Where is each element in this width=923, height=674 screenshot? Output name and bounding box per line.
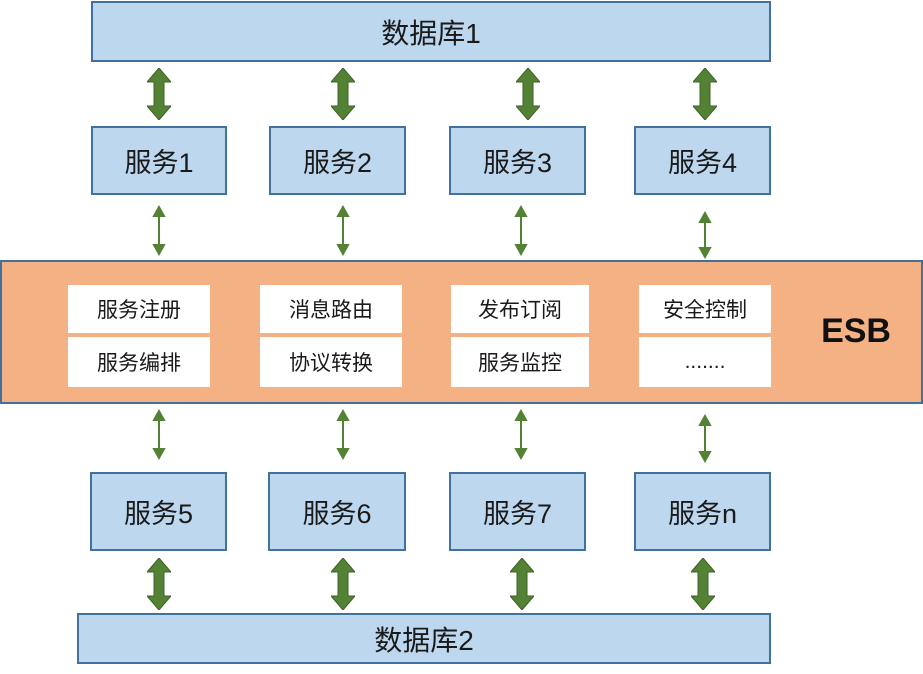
database-2-label: 数据库2	[374, 624, 474, 656]
double-arrow-icon	[147, 68, 171, 120]
esb-cell-message-routing: 消息路由	[260, 285, 402, 333]
esb-bus: 服务注册 服务编排 消息路由 协议转换 发布订阅 服务监控 安全控制 .....…	[0, 260, 923, 404]
esb-title: ESB	[821, 312, 891, 350]
double-arrow-icon	[147, 558, 171, 610]
esb-cell-service-monitoring: 服务监控	[451, 337, 589, 387]
double-arrow-icon	[691, 558, 715, 610]
thin-double-arrow-icon	[698, 413, 712, 464]
esb-cell-label: 发布订阅	[478, 299, 562, 322]
esb-cell-label: .......	[684, 350, 726, 373]
esb-cell-publish-subscribe: 发布订阅	[451, 285, 589, 333]
service-6: 服务6	[268, 472, 406, 551]
service-7-label: 服务7	[482, 499, 553, 529]
service-2: 服务2	[269, 126, 406, 195]
esb-cell-label: 消息路由	[289, 299, 373, 322]
service-4-label: 服务4	[667, 148, 738, 178]
esb-cell-service-orchestration: 服务编排	[68, 337, 210, 387]
esb-cell-label: 服务注册	[97, 299, 181, 322]
double-arrow-icon	[510, 558, 534, 610]
double-arrow-icon	[331, 558, 355, 610]
service-n-label: 服务n	[667, 499, 738, 529]
esb-cell-label: 服务监控	[478, 352, 562, 375]
service-4: 服务4	[634, 126, 771, 195]
thin-double-arrow-icon	[514, 204, 528, 257]
thin-double-arrow-icon	[336, 408, 350, 461]
database-2: 数据库2	[77, 613, 771, 664]
service-3: 服务3	[449, 126, 586, 195]
esb-cell-label: 服务编排	[97, 352, 181, 375]
esb-cell-security-control: 安全控制	[639, 285, 771, 333]
double-arrow-icon	[331, 68, 355, 120]
esb-cell-service-registry: 服务注册	[68, 285, 210, 333]
thin-double-arrow-icon	[336, 204, 350, 257]
esb-cell-label: 安全控制	[663, 299, 747, 322]
service-5: 服务5	[90, 472, 227, 551]
database-1: 数据库1	[91, 1, 771, 62]
service-1: 服务1	[91, 126, 227, 195]
esb-cell-ellipsis: .......	[639, 337, 771, 387]
service-7: 服务7	[449, 472, 586, 551]
service-6-label: 服务6	[302, 499, 372, 529]
service-2-label: 服务2	[302, 148, 373, 178]
service-5-label: 服务5	[123, 499, 194, 529]
thin-double-arrow-icon	[698, 210, 712, 260]
database-1-label: 数据库1	[381, 17, 481, 49]
double-arrow-icon	[516, 68, 540, 120]
double-arrow-icon	[693, 68, 717, 120]
service-1-label: 服务1	[124, 148, 194, 178]
thin-double-arrow-icon	[514, 408, 528, 461]
thin-double-arrow-icon	[152, 204, 166, 257]
thin-double-arrow-icon	[152, 408, 166, 461]
esb-cell-label: 协议转换	[289, 352, 373, 375]
service-n: 服务n	[634, 472, 771, 551]
esb-cell-protocol-conversion: 协议转换	[260, 337, 402, 387]
service-3-label: 服务3	[482, 148, 553, 178]
